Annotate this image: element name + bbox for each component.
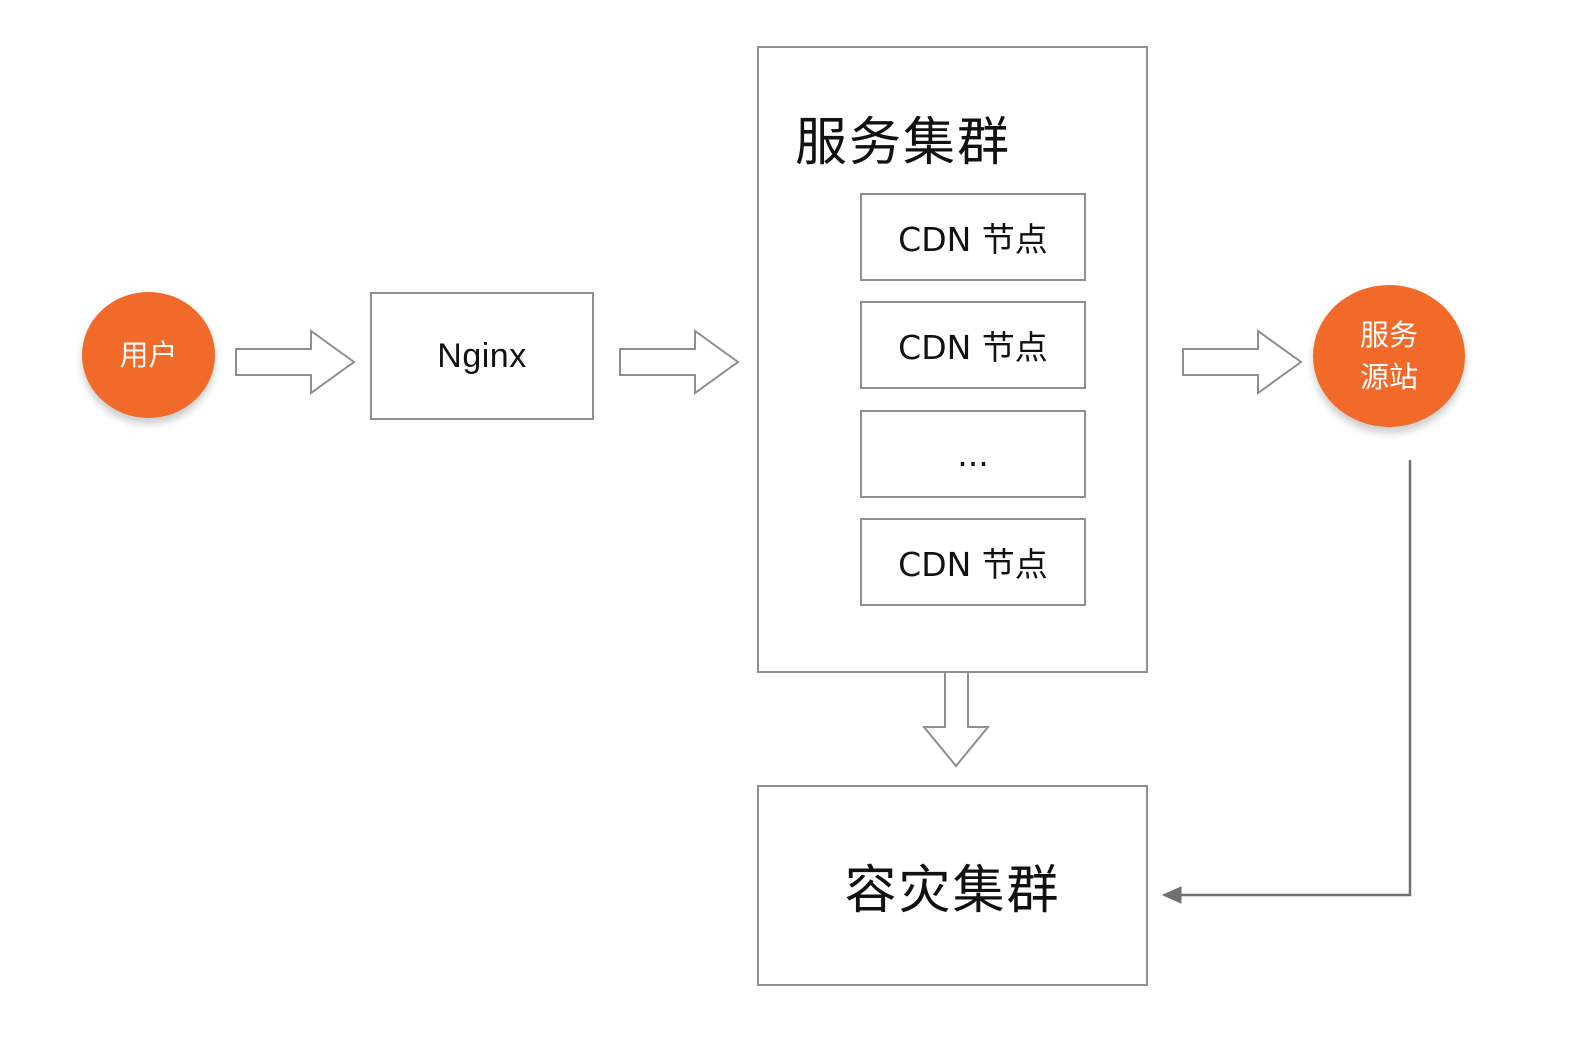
arrow-nginx-to-service [619,329,740,395]
cdn-node-ellipsis: ... [860,410,1086,498]
nginx-node: Nginx [370,292,594,420]
arrow-service-to-origin [1182,329,1303,395]
origin-node: 服务 源站 [1313,285,1465,427]
cdn-node: CDN 节点 [860,193,1086,281]
user-label: 用户 [119,337,178,372]
origin-label: 服务 源站 [1359,317,1418,394]
nginx-label: Nginx [437,336,527,375]
dr-cluster-node: 容灾集群 [757,785,1148,986]
arrowhead-origin-to-dr [1161,886,1182,904]
cdn-node: CDN 节点 [860,301,1086,389]
arrow-user-to-nginx [235,329,356,395]
line-origin-to-dr [1180,460,1412,897]
cdn-node: CDN 节点 [860,518,1086,606]
service-cluster-container: 服务集群 CDN 节点 CDN 节点 ... CDN 节点 [757,46,1148,673]
user-node: 用户 [82,292,215,418]
dr-cluster-label: 容灾集群 [844,861,1061,921]
service-cluster-title: 服务集群 [795,113,1012,173]
